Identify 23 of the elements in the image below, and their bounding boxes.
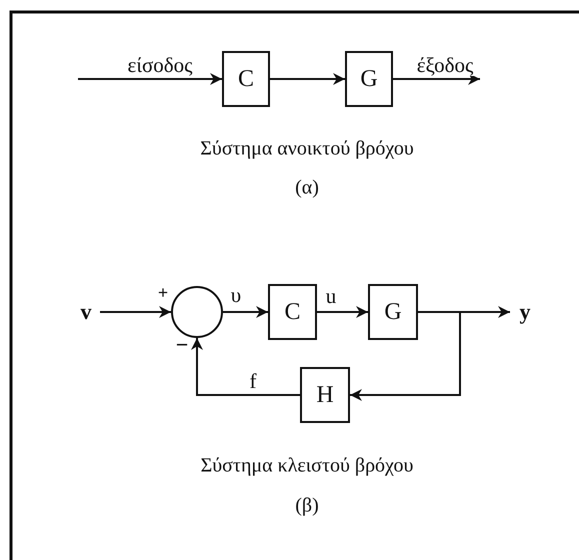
edge-label: έξοδος [416, 55, 474, 76]
arrow [191, 338, 300, 396]
edge-label: είσοδος [126, 55, 194, 76]
arrow [270, 73, 345, 85]
arrow [78, 73, 222, 85]
block-box: C [222, 51, 270, 107]
arrow [317, 306, 368, 318]
arrow [100, 306, 171, 318]
caption: Σύστημα κλειστού βρόχου [200, 454, 414, 478]
panel-label: (α) [295, 176, 319, 200]
summing-junction [171, 286, 223, 338]
signal-label: v [76, 298, 96, 326]
block-box: C [268, 284, 317, 340]
sign-label: + [158, 282, 168, 304]
signal-label: y [514, 298, 536, 326]
panel-label: (β) [295, 494, 319, 518]
block-box: H [300, 367, 350, 423]
block-box: G [345, 51, 393, 107]
arrow [350, 311, 461, 401]
sign-label: − [176, 332, 188, 358]
block-box: G [368, 284, 418, 340]
arrow [223, 306, 268, 318]
caption: Σύστημα ανοικτού βρόχου [200, 138, 414, 160]
